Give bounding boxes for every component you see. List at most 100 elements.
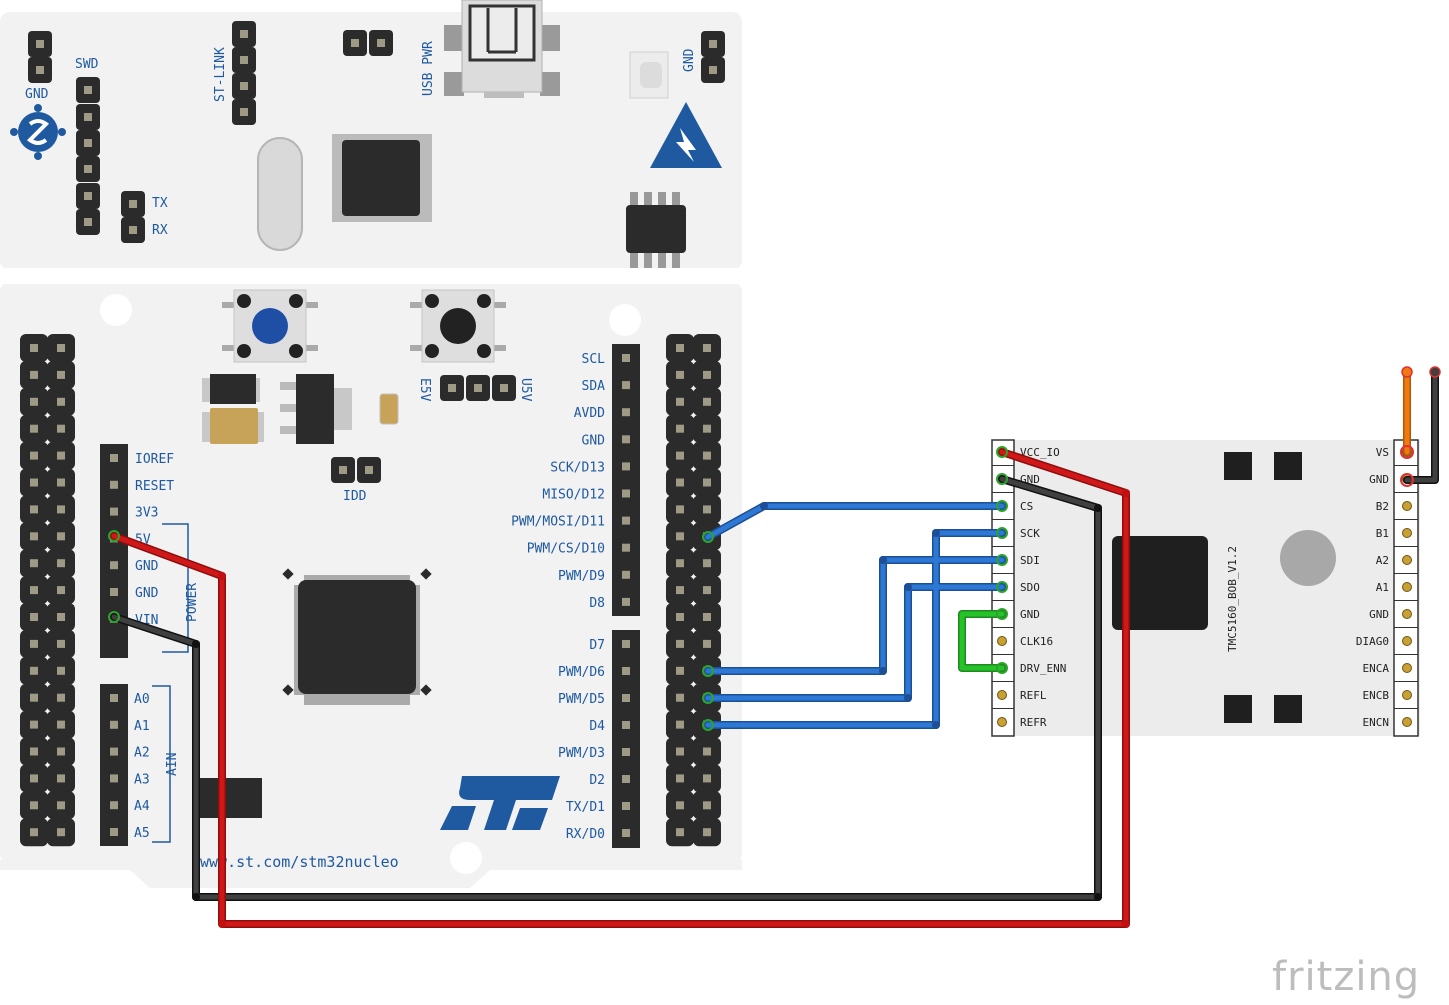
morpho-pin [20,522,48,551]
tmc-pin-label: A2 [1376,554,1389,567]
tmc-pin [997,690,1007,700]
morpho-pin [20,710,48,739]
gnd-label-right: GND [682,48,697,72]
tmc-pin [997,636,1007,646]
crystal [257,137,303,251]
soic-chip [626,192,686,268]
analog-pin [110,774,118,783]
morpho-pin [693,495,721,524]
tmc-pin-label: B1 [1376,527,1389,540]
analog-pin-label: A1 [134,719,150,734]
morpho-header-right [666,334,721,847]
digital-pin-label: D8 [589,596,605,611]
ain-group-label: AIN [165,753,180,776]
analog-pin [110,801,118,810]
tmc-pin [1402,582,1412,592]
morpho-pin [666,629,694,658]
morpho-pin [693,603,721,631]
morpho-pin [666,737,694,766]
morpho-pin [47,656,75,685]
tmc-pin [1402,555,1412,565]
morpho-pin [47,737,75,766]
morpho-pin [666,334,694,362]
digital-pin-label: SCK/D13 [550,460,605,475]
morpho-pin [20,576,48,605]
morpho-pin [666,576,694,605]
part-logo-icon [10,104,66,160]
digital-pin-label: D2 [589,773,605,788]
tmc-pin-label: CS [1020,500,1033,513]
digital-pin [622,543,630,552]
power-group-label: POWER [185,583,200,622]
morpho-pin [666,360,694,389]
morpho-pin [20,603,48,631]
wire-blue-sdi [704,556,1006,675]
morpho-header-left [20,334,75,847]
digital-pin-label: D7 [589,638,605,653]
tmc-pin-label: GND [1369,473,1389,486]
morpho-pin [47,818,75,847]
morpho-pin [666,495,694,524]
connector-block [196,778,262,818]
morpho-pin [47,683,75,712]
morpho-pin [47,334,75,362]
power-pin-label: GND [135,559,159,574]
morpho-pin [666,414,694,443]
stlink-label: ST-LINK [213,47,228,102]
digital-pin [622,802,630,810]
tmc-pin-label: CLK16 [1020,635,1053,648]
tmc-pin-label: DRV_ENN [1020,662,1066,675]
morpho-pin [47,522,75,551]
st-logo-icon [440,776,560,830]
morpho-pin [666,603,694,631]
wires [108,366,1441,928]
digital-pin [622,435,630,444]
morpho-pin [20,629,48,658]
analog-pin [110,747,118,756]
digital-pin-label: PWM/MOSI/D11 [511,515,605,530]
tantalum-cap [202,408,264,444]
morpho-pin [666,441,694,470]
morpho-pin [20,791,48,820]
capacitor [379,393,399,425]
morpho-pin [47,603,75,631]
tmc-pin-label: SCK [1020,527,1040,540]
digital-pin-label: PWM/D9 [558,569,605,584]
morpho-pin [693,791,721,820]
morpho-pin [693,576,721,605]
tmc-pin [1402,690,1412,700]
analog-header: AIN [100,684,180,846]
morpho-pin [20,414,48,443]
morpho-pin [693,818,721,847]
morpho-pin [666,656,694,685]
digital-pin-label: GND [582,433,606,448]
digital-pin [622,640,630,648]
power-pin-label: 3V3 [135,506,158,521]
digital-pin-label: SCL [582,352,606,367]
tmc-pin [1402,501,1412,511]
analog-pin [110,828,118,836]
tmc-pin [1402,636,1412,646]
morpho-pin [666,468,694,497]
morpho-pin [47,387,75,416]
reset-button[interactable] [410,289,506,363]
morpho-pin [693,549,721,578]
digital-pin [622,597,630,606]
analog-pin-label: A3 [134,772,150,787]
morpho-pin [20,495,48,524]
digital-pin [622,354,630,362]
user-button[interactable] [222,289,318,363]
morpho-pin [666,710,694,739]
morpho-pin [693,764,721,793]
morpho-pin [693,360,721,389]
tmc-pin-label: REFL [1020,689,1047,702]
morpho-pin [666,764,694,793]
morpho-pin [693,468,721,497]
morpho-pin [666,549,694,578]
tmc-pin-label: B2 [1376,500,1389,513]
morpho-pin [20,764,48,793]
analog-pin [110,694,118,702]
usb-pwr-label: USB PWR [421,41,436,96]
tmc-pin [997,717,1007,727]
tmc-pin-label: GND [1020,608,1040,621]
